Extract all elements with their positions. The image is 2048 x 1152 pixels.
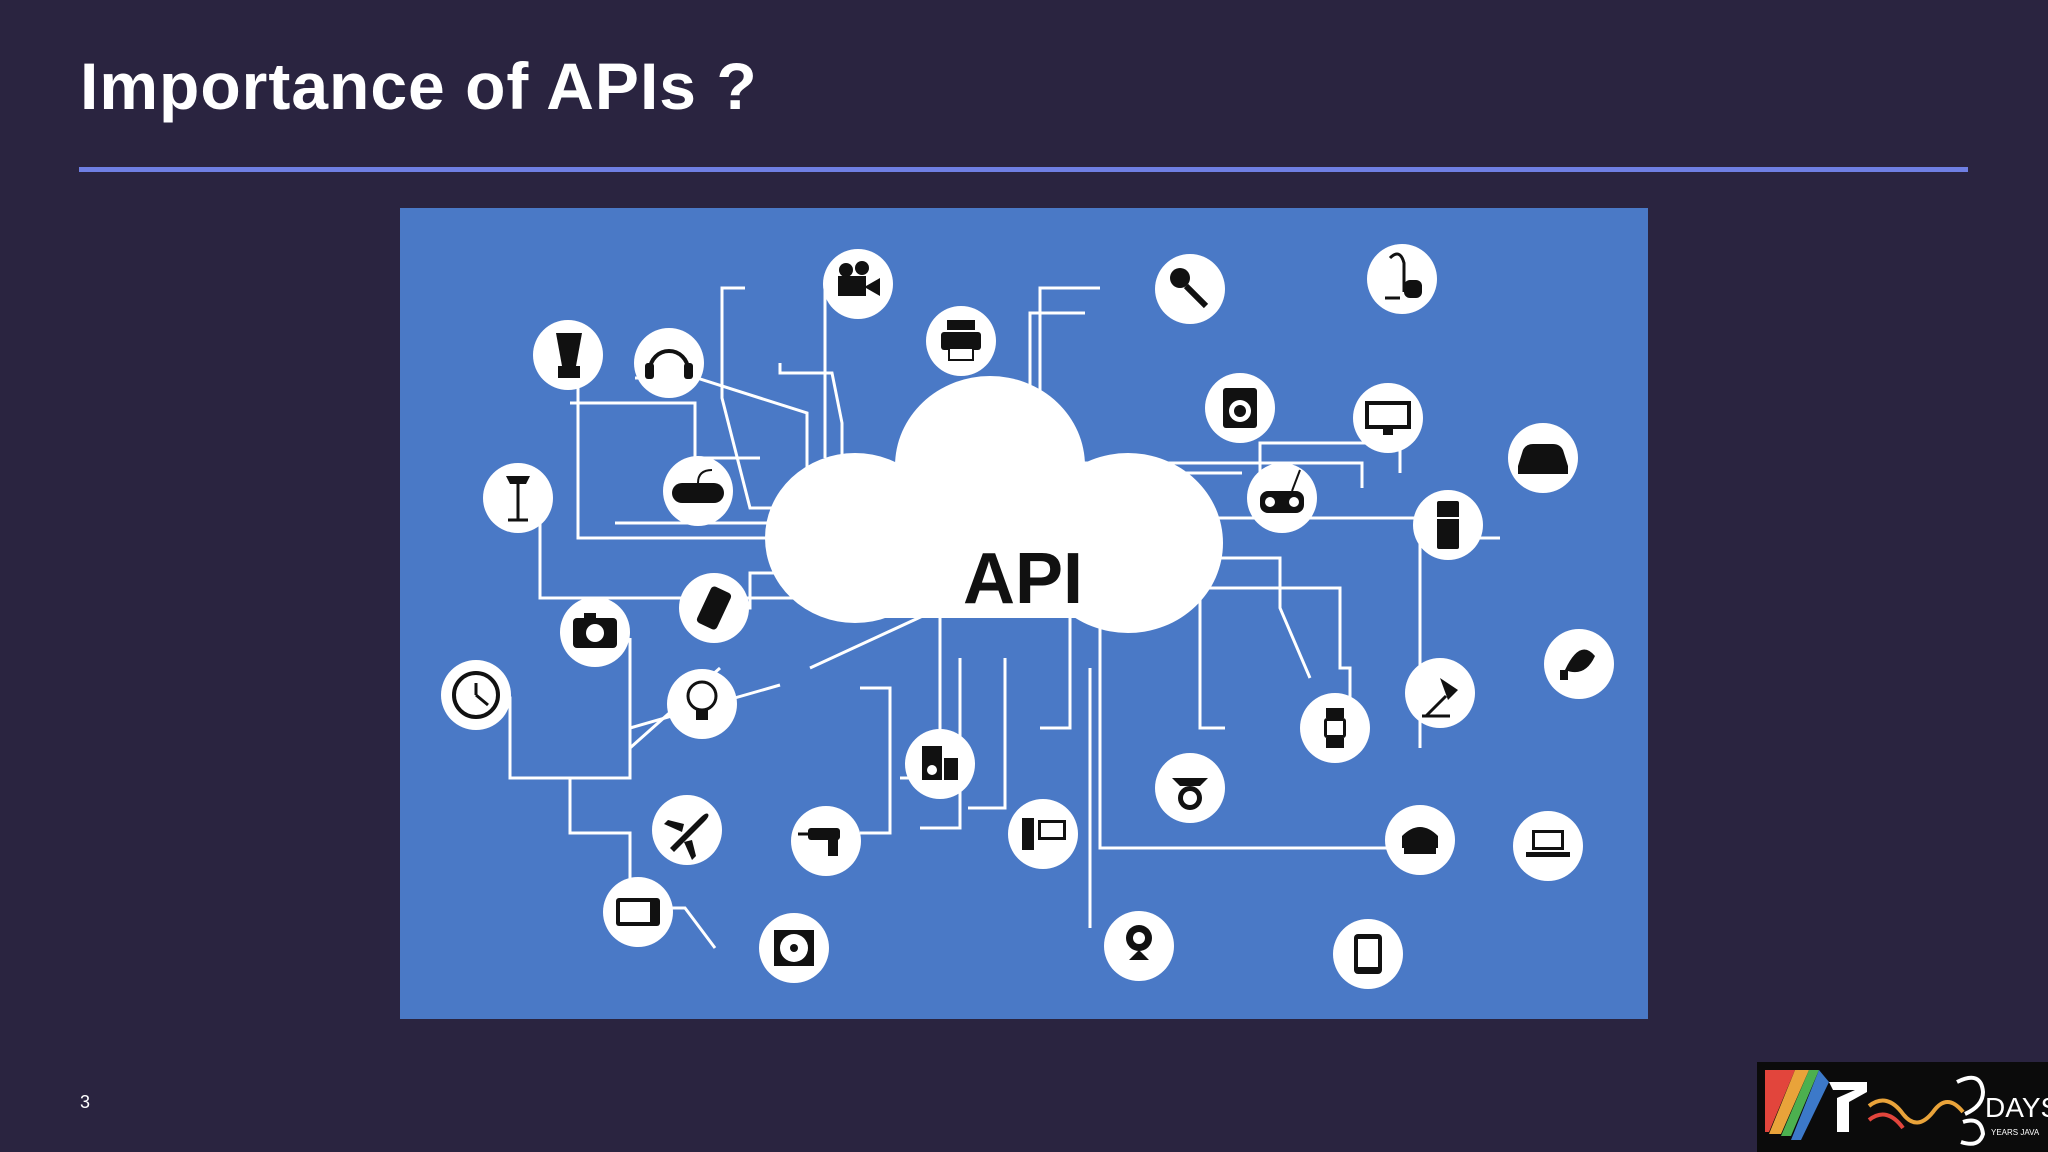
headset-icon bbox=[634, 328, 704, 398]
drill-icon bbox=[791, 806, 861, 876]
camera-icon bbox=[560, 597, 630, 667]
logo-subtext: YEARS JAVA bbox=[1991, 1128, 2040, 1137]
radio-icon bbox=[1247, 463, 1317, 533]
microphone-icon bbox=[1155, 254, 1225, 324]
conference-logo: DAYS YEARS JAVA bbox=[1757, 1062, 2048, 1152]
floor-lamp-icon bbox=[483, 463, 553, 533]
speakers-icon bbox=[905, 729, 975, 799]
tablet-icon bbox=[1333, 919, 1403, 989]
slide-number: 3 bbox=[80, 1092, 91, 1112]
refrigerator-icon bbox=[1413, 490, 1483, 560]
washing-machine-icon bbox=[1205, 373, 1275, 443]
television-icon bbox=[603, 877, 673, 947]
car-icon bbox=[1508, 423, 1578, 493]
printer-icon bbox=[926, 306, 996, 376]
api-label: API bbox=[963, 539, 1083, 619]
title-divider bbox=[79, 167, 1968, 172]
telephone-icon bbox=[1385, 805, 1455, 875]
logo-graphic bbox=[1765, 1070, 1986, 1146]
desk-lamp-icon bbox=[1405, 658, 1475, 728]
airplane-icon bbox=[652, 795, 722, 865]
smartwatch-icon bbox=[1300, 693, 1370, 763]
api-cloud: API bbox=[765, 376, 1223, 633]
fan-icon bbox=[759, 913, 829, 983]
monitor-icon bbox=[1353, 383, 1423, 453]
vacuum-cleaner-icon bbox=[1367, 244, 1437, 314]
mobile-phone-icon bbox=[679, 573, 749, 643]
smart-bulb-icon bbox=[1544, 629, 1614, 699]
clock-icon bbox=[441, 660, 511, 730]
api-diagram: API bbox=[400, 208, 1648, 1019]
desktop-computer-icon bbox=[1008, 799, 1078, 869]
gamepad-icon bbox=[663, 456, 733, 526]
webcam-icon bbox=[1104, 911, 1174, 981]
video-camera-icon bbox=[823, 249, 893, 319]
laptop-icon bbox=[1513, 811, 1583, 881]
blender-icon bbox=[533, 320, 603, 390]
logo-days-text: DAYS bbox=[1985, 1092, 2048, 1123]
slide-title: Importance of APIs ? bbox=[80, 49, 758, 123]
light-bulb-icon bbox=[667, 669, 737, 739]
scale-icon bbox=[1155, 753, 1225, 823]
api-network-graphic: API bbox=[441, 244, 1614, 989]
